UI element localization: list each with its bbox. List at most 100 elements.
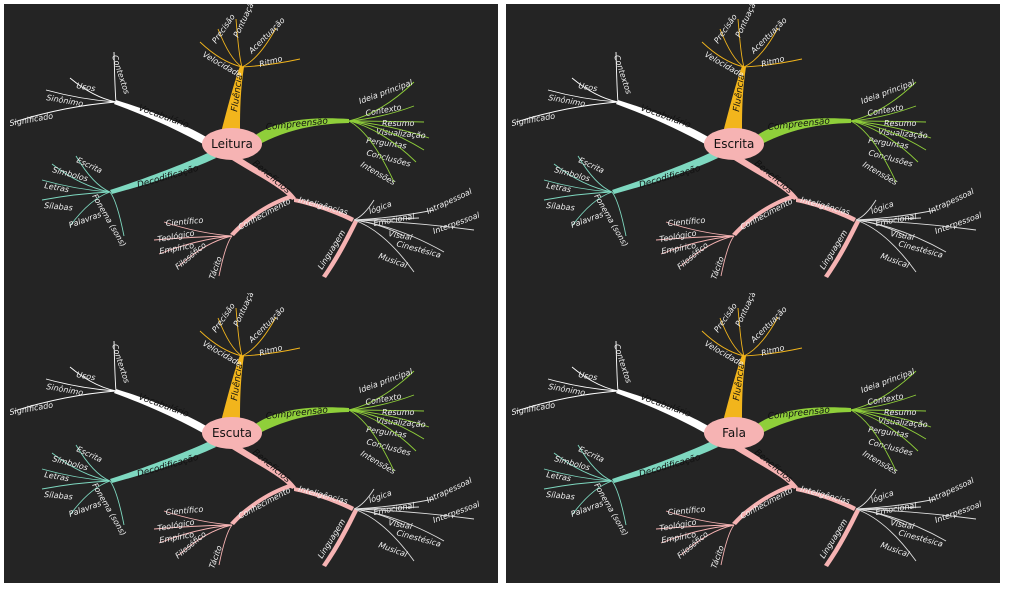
- leaf-fluencia-0: Velocidade: [201, 50, 243, 80]
- leaf-fluencia-2: Pontuação: [734, 293, 760, 328]
- branch-line: [743, 27, 779, 68]
- branch-inteligencias: [796, 198, 856, 222]
- leaf-vocabulario-1: Usos: [76, 370, 96, 382]
- branch-linguagem: [824, 220, 860, 278]
- branch-line: [719, 317, 745, 357]
- branch-label-fluencia: Fluência: [229, 74, 245, 113]
- branch-label-conhecimento: Conhecimento: [237, 197, 293, 232]
- branch-line: [348, 370, 415, 411]
- leaf-fluencia-4: Ritmo: [760, 54, 785, 69]
- leaf-fluencia-1: Precisão: [712, 301, 739, 334]
- branch-line: [163, 221, 233, 237]
- leaf-decodificacao-4: Palavras: [570, 499, 605, 519]
- leaf-fluencia-3: Acentuação: [748, 16, 788, 56]
- branch-line: [75, 155, 111, 193]
- leaf-compreensao-2: Resumo: [884, 119, 917, 128]
- branch-line: [850, 81, 917, 122]
- branch-line: [850, 120, 927, 123]
- leaf-vocabulario-3: Significado: [511, 111, 556, 128]
- branch-linguagem: [322, 509, 358, 567]
- branch-line: [178, 524, 233, 556]
- branch-line: [241, 27, 277, 68]
- branch-line: [701, 330, 745, 357]
- leaf-vocabulario-0: Contextos: [612, 343, 633, 384]
- leaf-fluencia-2: Pontuação: [734, 4, 760, 39]
- mindmap-svg: FluênciaVelocidadePrecisãoPontuaçãoAcent…: [511, 4, 984, 281]
- center-node-label: Leitura: [211, 137, 253, 151]
- leaf-fluencia-4: Ritmo: [258, 343, 283, 358]
- branch-linguagem: [322, 220, 358, 278]
- branch-line: [235, 18, 243, 68]
- branch-line: [855, 488, 877, 510]
- leaf-compreensao-2: Resumo: [884, 408, 917, 417]
- leaf-inteligencias-3: Interpessoal: [432, 210, 482, 236]
- leaf-inteligencias-6: Musical: [879, 540, 911, 559]
- branch-label-compreensao: Compreensão: [265, 116, 329, 133]
- center-node-label: Escuta: [212, 426, 252, 440]
- branch-conhecimento: [230, 194, 294, 236]
- branch-line: [348, 409, 430, 428]
- leaf-compreensao-0: Ideia principal: [860, 78, 917, 106]
- branch-label-conhecimento: Conhecimento: [739, 486, 795, 521]
- branch-line: [348, 409, 417, 452]
- leaf-decodificacao-3: Sílabas: [44, 201, 73, 212]
- branch-line: [75, 444, 111, 482]
- branch-line: [218, 235, 233, 277]
- branch-line: [51, 163, 111, 193]
- branch-line: [655, 235, 735, 241]
- branch-line: [515, 101, 619, 123]
- branch-line: [158, 235, 233, 255]
- branch-line: [41, 179, 111, 193]
- branch-line: [353, 199, 375, 221]
- leaf-inteligencias-1: Intrapessoal: [927, 476, 976, 505]
- branch-label-beneficios: Benefícios: [752, 159, 794, 197]
- mindmap-svg: FluênciaVelocidadePrecisãoPontuaçãoAcent…: [9, 4, 482, 281]
- branch-line: [850, 105, 917, 122]
- branch-line: [13, 390, 117, 412]
- branch-line: [241, 58, 301, 68]
- leaf-compreensao-6: Intensões: [861, 449, 899, 476]
- branch-line: [353, 219, 445, 253]
- branch-beneficios: [734, 445, 798, 489]
- branch-line: [158, 524, 233, 544]
- leaf-compreensao-6: Intensões: [359, 160, 397, 187]
- mindmap-svg: FluênciaVelocidadePrecisãoPontuaçãoAcent…: [511, 293, 984, 570]
- branch-line: [348, 409, 425, 440]
- leaf-compreensao-6: Intensões: [359, 449, 397, 476]
- branch-line: [178, 235, 233, 267]
- branch-conhecimento: [230, 483, 294, 525]
- leaf-decodificacao-4: Palavras: [68, 210, 103, 230]
- branch-label-vocabulario: Vocabulário: [639, 392, 692, 420]
- leaf-inteligencias-6: Musical: [879, 251, 911, 270]
- leaf-vocabulario-3: Significado: [9, 400, 54, 417]
- leaf-inteligencias-1: Intrapessoal: [927, 187, 976, 216]
- branch-inteligencias: [294, 487, 354, 511]
- branch-inteligencias: [294, 198, 354, 222]
- center-node: [202, 128, 262, 160]
- leaf-inteligencias-3: Interpessoal: [432, 499, 482, 525]
- branch-line: [543, 468, 613, 482]
- branch-label-decodificacao: Decodificação: [136, 453, 200, 480]
- leaf-inteligencias-6: Musical: [377, 251, 409, 270]
- leaf-inteligencias-4: Visual: [388, 229, 414, 242]
- branch-label-fluencia: Fluência: [731, 363, 747, 402]
- branch-label-conhecimento: Conhecimento: [739, 197, 795, 232]
- branch-label-beneficios: Benefícios: [752, 448, 794, 486]
- branch-label-inteligencias: Inteligências: [799, 194, 851, 217]
- branch-line: [348, 409, 425, 412]
- branch-compreensao: [254, 407, 349, 435]
- center-node: [704, 128, 764, 160]
- center-node: [202, 417, 262, 449]
- branch-line: [680, 524, 735, 556]
- branch-line: [855, 508, 917, 562]
- leaf-conhecimento-4: Tácito: [709, 255, 726, 280]
- branch-label-fluencia: Fluência: [731, 74, 747, 113]
- branch-label-compreensao: Compreensão: [265, 405, 329, 422]
- center-node-label: Fala: [722, 426, 746, 440]
- leaf-fluencia-1: Precisão: [712, 12, 739, 45]
- leaf-compreensao-0: Ideia principal: [860, 367, 917, 395]
- branch-line: [353, 219, 475, 231]
- leaf-fluencia-3: Acentuação: [748, 305, 788, 345]
